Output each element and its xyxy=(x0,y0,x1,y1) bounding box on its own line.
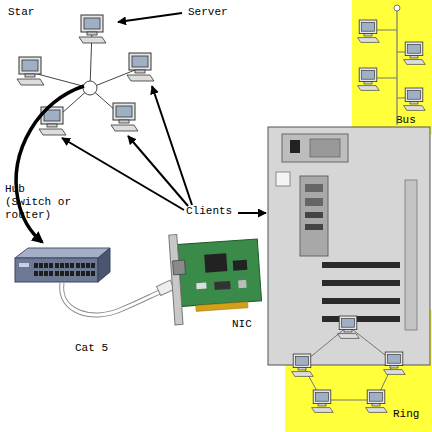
port xyxy=(305,212,323,218)
pointer-arrow xyxy=(238,212,266,214)
hub-device xyxy=(15,248,110,282)
expansion-slot xyxy=(322,262,400,268)
chip xyxy=(233,260,248,271)
circuit-board xyxy=(177,239,261,306)
client-computer xyxy=(39,107,66,135)
component xyxy=(196,283,206,290)
callout-label: Hub (Switch or router) xyxy=(5,183,75,222)
power-socket xyxy=(310,139,340,157)
pointer-arrow xyxy=(118,13,182,22)
port xyxy=(305,198,323,206)
metal-bracket xyxy=(169,235,183,325)
label-sticker xyxy=(276,172,290,186)
client-computer xyxy=(17,57,44,85)
part-label: Cat 5 xyxy=(75,342,108,355)
port xyxy=(305,224,323,230)
star-topology xyxy=(17,15,154,135)
topology-panel: Ring xyxy=(285,310,432,432)
io-panel xyxy=(300,176,328,256)
topology-label: Ring xyxy=(393,408,419,421)
side-rail xyxy=(405,180,417,330)
component xyxy=(238,280,247,289)
pointer-arrow xyxy=(152,86,192,205)
edge-connector xyxy=(196,302,248,312)
star-link xyxy=(90,88,124,118)
rj45-plug xyxy=(157,280,175,295)
topology-label: Star xyxy=(8,6,34,19)
rj45-port xyxy=(173,260,186,275)
hub-side xyxy=(98,248,110,282)
hub-point xyxy=(83,81,97,95)
client-computer xyxy=(111,103,138,131)
hub-top xyxy=(15,248,110,258)
expansion-slot xyxy=(322,280,400,286)
power-supply xyxy=(282,134,348,162)
topology-panel: Bus xyxy=(352,0,432,135)
client-computer xyxy=(127,53,154,81)
hub-front xyxy=(15,258,98,282)
nic-card xyxy=(169,229,263,325)
port xyxy=(305,184,323,192)
callout-label: Clients xyxy=(186,205,232,218)
hub-led xyxy=(19,263,29,267)
expansion-slot xyxy=(322,298,400,304)
star-link xyxy=(90,68,140,88)
chip xyxy=(204,253,227,272)
cable-core xyxy=(62,283,160,315)
pointer-arrow xyxy=(62,138,184,210)
topology-label: Bus xyxy=(396,114,416,127)
pointer-arrow xyxy=(128,136,188,206)
callout-label: Server xyxy=(188,6,228,19)
star-link xyxy=(90,30,92,88)
hub-ports xyxy=(34,263,95,276)
star-link xyxy=(30,72,90,88)
server-computer xyxy=(79,15,106,43)
chip xyxy=(214,281,231,290)
cable xyxy=(62,283,160,315)
star-link xyxy=(52,88,90,122)
part-label: NIC xyxy=(232,318,252,331)
power-switch xyxy=(290,140,300,153)
